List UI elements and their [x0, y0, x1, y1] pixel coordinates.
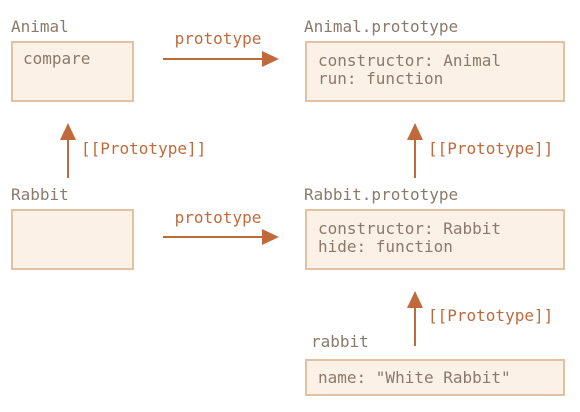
- edge-instance-to-rabbitproto-arrowhead: [407, 291, 423, 308]
- edge-instance-to-rabbitproto: [[Prototype]]: [407, 291, 553, 346]
- edge-rabbit-to-animal: [[Prototype]]: [60, 123, 206, 178]
- node-rabbit-prototype-title: Rabbit.prototype: [304, 185, 458, 204]
- node-rabbit-prototype-line-1: constructor: Rabbit: [318, 219, 501, 238]
- edge-rabbit-to-animal-label: [[Prototype]]: [81, 139, 206, 158]
- node-animal-prototype-title: Animal.prototype: [304, 17, 458, 36]
- node-animal-prototype-box: [305, 41, 565, 102]
- node-rabbit-box: [11, 209, 134, 270]
- edge-rabbit-to-animal-arrowhead: [60, 123, 76, 140]
- edge-rabbit-prototype-label: prototype: [175, 208, 262, 227]
- edge-animal-prototype: prototype: [163, 29, 279, 67]
- node-rabbit-prototype-box: [305, 209, 565, 270]
- edge-rabbit-prototype: prototype: [163, 208, 279, 245]
- edge-instance-to-rabbitproto-label: [[Prototype]]: [428, 306, 553, 325]
- edge-rabbitproto-to-animalproto: [[Prototype]]: [407, 123, 553, 178]
- edge-animal-prototype-arrowhead: [262, 51, 279, 67]
- node-animal: Animal compare: [11, 17, 134, 102]
- node-rabbit-instance: rabbit name: "White Rabbit": [305, 332, 565, 396]
- node-animal-prototype: Animal.prototype constructor: Animal run…: [304, 17, 565, 102]
- node-rabbit-instance-title: rabbit: [311, 332, 369, 351]
- node-animal-prototype-line-1: constructor: Animal: [318, 51, 501, 70]
- edge-animal-prototype-label: prototype: [175, 29, 262, 48]
- node-rabbit-prototype: Rabbit.prototype constructor: Rabbit hid…: [304, 185, 565, 270]
- node-rabbit: Rabbit: [11, 185, 134, 270]
- node-animal-prototype-line-2: run: function: [318, 69, 443, 88]
- node-rabbit-prototype-line-2: hide: function: [318, 237, 453, 256]
- edge-rabbitproto-to-animalproto-label: [[Prototype]]: [428, 139, 553, 158]
- node-rabbit-instance-line-1: name: "White Rabbit": [318, 368, 511, 387]
- node-animal-line-1: compare: [23, 49, 90, 68]
- node-animal-box: [11, 41, 134, 102]
- node-rabbit-instance-box: [305, 359, 565, 396]
- node-animal-title: Animal: [11, 17, 69, 36]
- edge-rabbit-prototype-arrowhead: [262, 229, 279, 245]
- node-rabbit-title: Rabbit: [11, 185, 69, 204]
- edge-rabbitproto-to-animalproto-arrowhead: [407, 123, 423, 140]
